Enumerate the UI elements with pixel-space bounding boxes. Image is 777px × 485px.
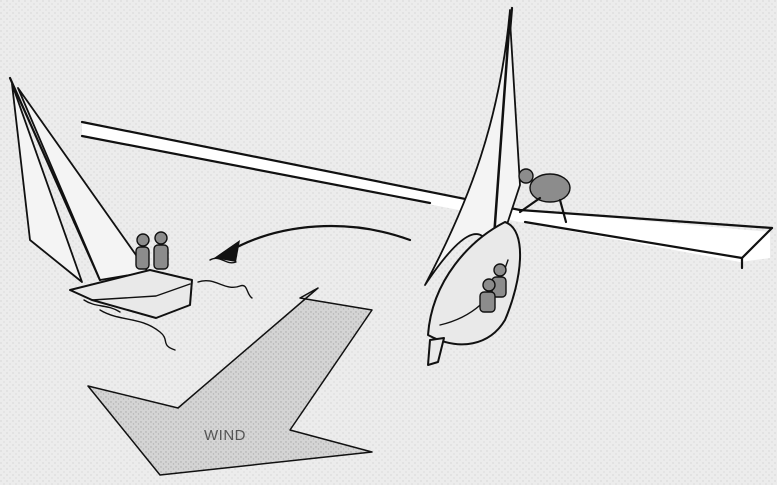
wind-label: WIND bbox=[204, 427, 246, 444]
